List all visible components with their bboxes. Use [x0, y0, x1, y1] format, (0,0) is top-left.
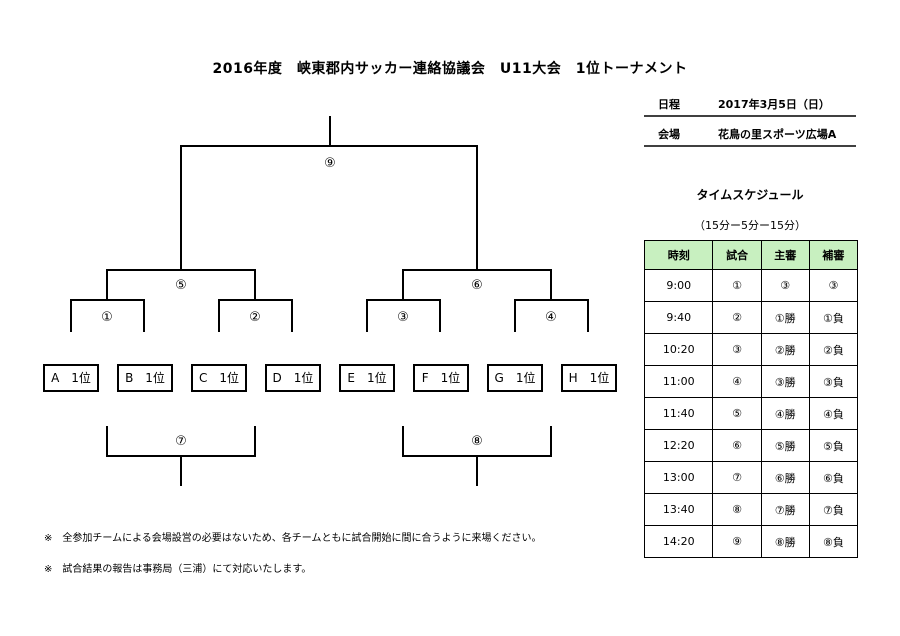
schedule-cell-referee: ⑤勝	[760, 429, 810, 462]
schedule-cell-referee: ③勝	[760, 365, 810, 398]
schedule-cell-referee: ①勝	[760, 301, 810, 334]
schedule-cell-assistant: ⑦負	[808, 493, 859, 526]
info-venue-label: 会場	[658, 128, 680, 141]
match-number-semi-right: ⑥	[471, 278, 483, 293]
team-box-a: A 1位	[43, 364, 99, 392]
final-bracket	[180, 145, 478, 270]
match-number-consolation-right: ⑧	[471, 434, 483, 449]
schedule-cell-match: ⑧	[712, 493, 762, 526]
schedule-subtitle: （15分ー5分ー15分）	[694, 219, 806, 232]
schedule-cell-assistant: ②負	[808, 333, 859, 366]
schedule-title: タイムスケジュール	[696, 188, 804, 202]
team-box-d: D 1位	[265, 364, 321, 392]
schedule-cell-assistant: ⑥負	[808, 461, 859, 494]
quarter-bracket-4	[514, 299, 589, 332]
match-number-quarter-2: ②	[249, 310, 261, 325]
semi-bracket-left	[106, 269, 256, 300]
team-box-c: C 1位	[191, 364, 247, 392]
schedule-cell-assistant: ⑧負	[808, 525, 859, 558]
schedule-header-row: 時刻 試合 主審 補審	[643, 240, 859, 270]
schedule-cell-assistant: ⑤負	[808, 429, 859, 462]
match-number-quarter-1: ①	[101, 310, 113, 325]
info-venue-value: 花鳥の里スポーツ広場A	[718, 128, 837, 141]
info-venue-row: 会場 花鳥の里スポーツ広場A	[644, 120, 856, 146]
schedule-cell-assistant: ④負	[808, 397, 859, 430]
schedule-cell-assistant: ①負	[808, 301, 859, 334]
schedule-cell-time: 11:40	[643, 397, 714, 430]
schedule-cell-referee: ②勝	[760, 333, 810, 366]
page-title: 2016年度 峡東郡内サッカー連絡協議会 U11大会 1位トーナメント	[212, 61, 688, 77]
team-box-h: H 1位	[561, 364, 617, 392]
match-number-quarter-4: ④	[545, 310, 557, 325]
schedule-cell-match: ⑤	[712, 397, 762, 430]
team-box-g: G 1位	[487, 364, 543, 392]
schedule-cell-assistant: ③	[808, 269, 859, 302]
schedule-cell-time: 13:00	[643, 461, 714, 494]
schedule-cell-time: 14:20	[643, 525, 714, 558]
schedule-cell-time: 10:20	[643, 333, 714, 366]
info-date-value: 2017年3月5日（日）	[718, 98, 830, 111]
match-number-final: ⑨	[324, 156, 336, 171]
tournament-bracket	[70, 116, 589, 486]
match-number-quarter-3: ③	[397, 310, 409, 325]
note-results: ※ 試合結果の報告は事務局（三浦）にて対応いたします。	[44, 564, 312, 575]
schedule-cell-time: 12:20	[643, 429, 714, 462]
schedule-cell-time: 13:40	[643, 493, 714, 526]
note-setup: ※ 全参加チームによる会場設営の必要はないため、各チームともに試合開始に間に合う…	[44, 533, 542, 544]
quarter-bracket-1	[70, 299, 145, 332]
schedule-cell-referee: ③	[760, 269, 810, 302]
team-box-b: B 1位	[117, 364, 173, 392]
schedule-header-time: 時刻	[643, 240, 714, 270]
schedule-cell-referee: ④勝	[760, 397, 810, 430]
schedule-header-match: 試合	[712, 240, 762, 270]
schedule-cell-match: ①	[712, 269, 762, 302]
schedule-cell-match: ③	[712, 333, 762, 366]
schedule-cell-referee: ⑥勝	[760, 461, 810, 494]
schedule-cell-referee: ⑧勝	[760, 525, 810, 558]
schedule-cell-assistant: ③負	[808, 365, 859, 398]
team-box-f: F 1位	[413, 364, 469, 392]
schedule-cell-match: ⑨	[712, 525, 762, 558]
match-number-consolation-left: ⑦	[175, 434, 187, 449]
schedule-header-referee: 主審	[760, 240, 810, 270]
schedule-cell-referee: ⑦勝	[760, 493, 810, 526]
semi-bracket-right	[402, 269, 552, 300]
schedule-cell-time: 9:00	[643, 269, 714, 302]
schedule-cell-match: ④	[712, 365, 762, 398]
schedule-cell-match: ⑦	[712, 461, 762, 494]
quarter-bracket-3	[366, 299, 441, 332]
schedule-header-assistant: 補審	[808, 240, 859, 270]
info-date-row: 日程 2017年3月5日（日）	[644, 90, 856, 116]
quarter-bracket-2	[218, 299, 293, 332]
info-date-label: 日程	[658, 98, 680, 111]
schedule-cell-match: ②	[712, 301, 762, 334]
team-box-e: E 1位	[339, 364, 395, 392]
schedule-cell-time: 11:00	[643, 365, 714, 398]
match-number-semi-left: ⑤	[175, 278, 187, 293]
schedule-cell-match: ⑥	[712, 429, 762, 462]
schedule-cell-time: 9:40	[643, 301, 714, 334]
